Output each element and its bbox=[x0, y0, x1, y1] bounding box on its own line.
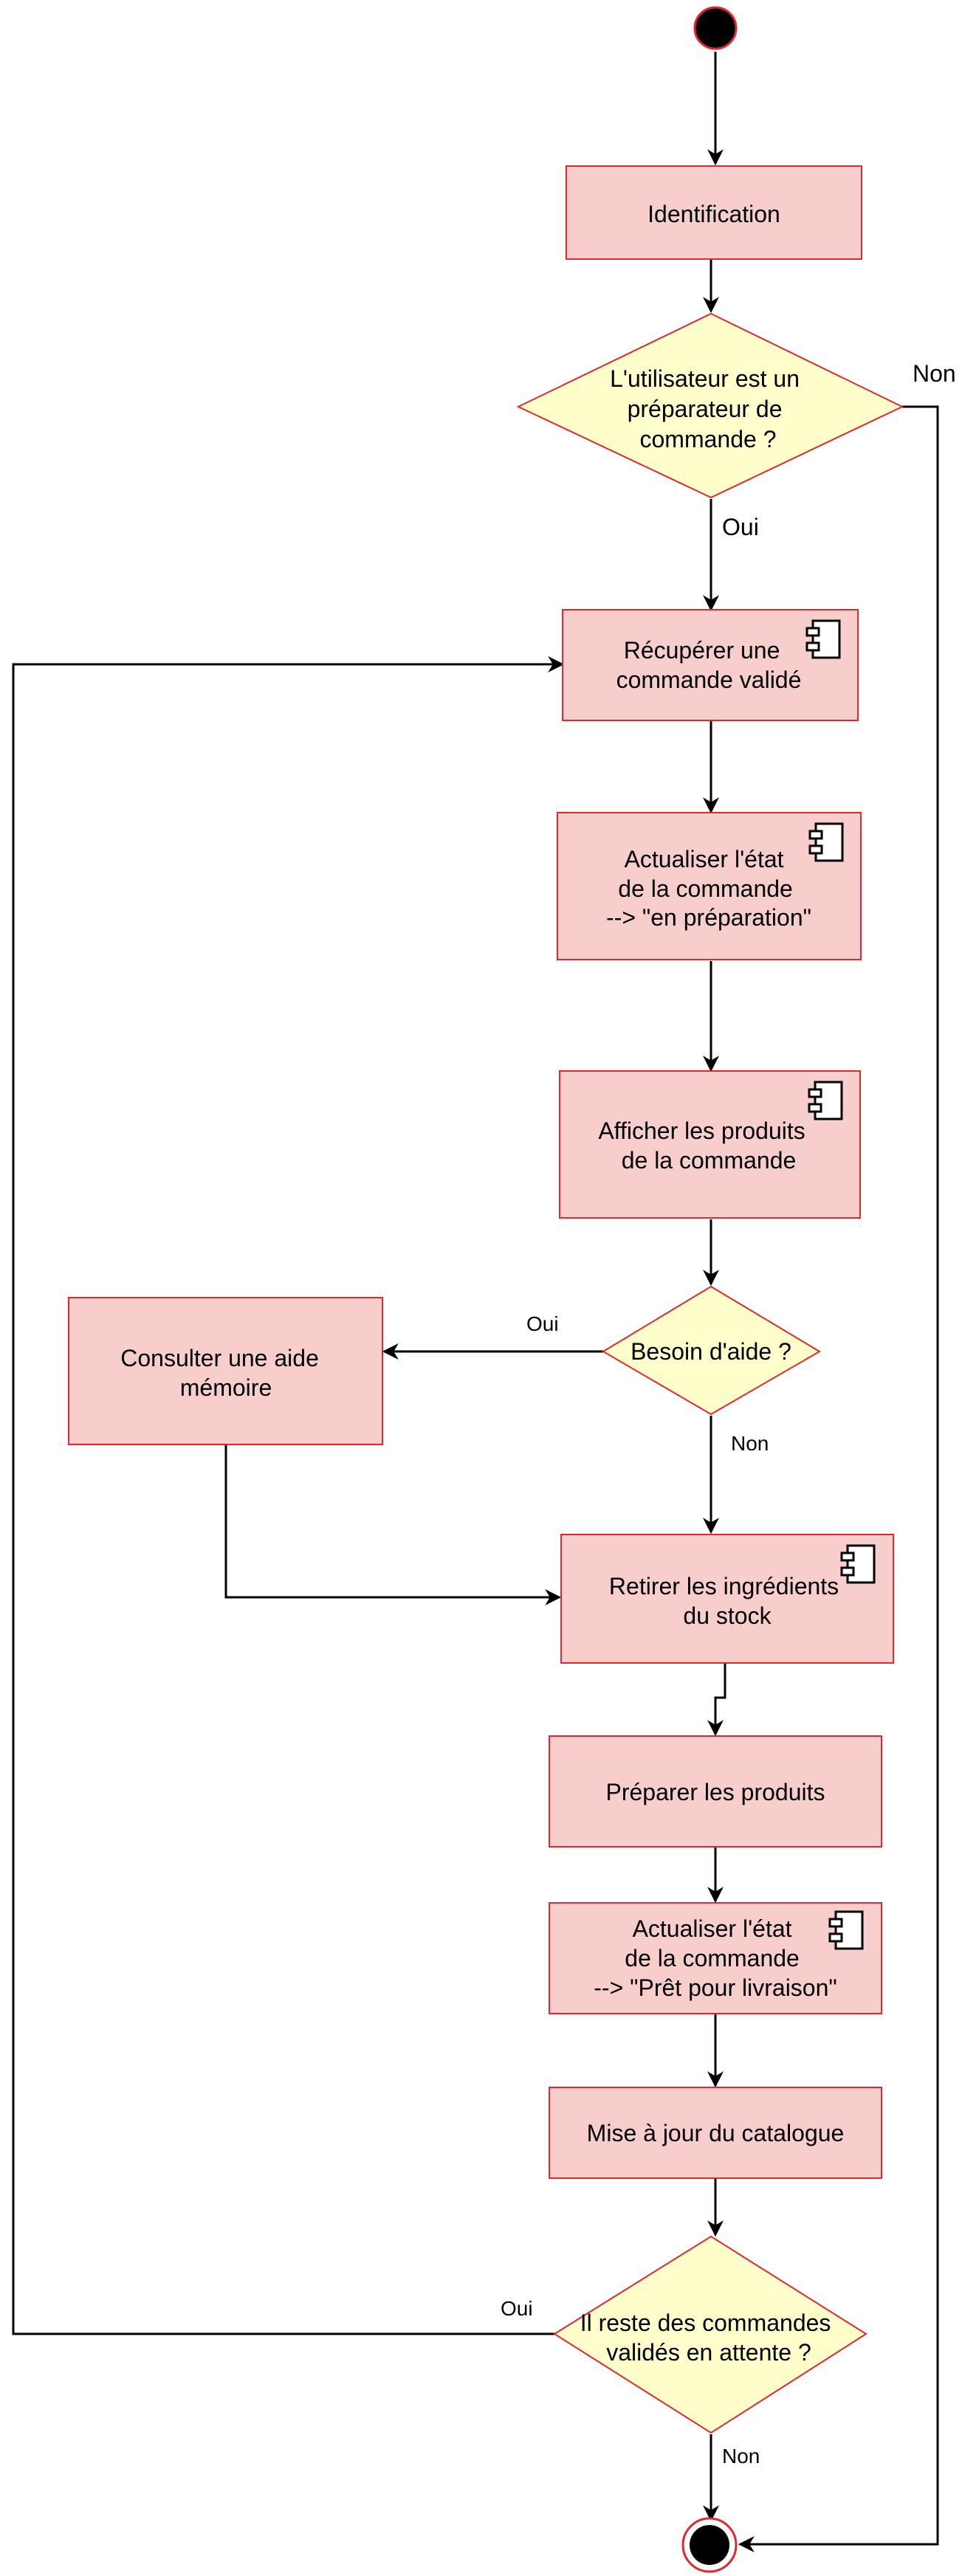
end-node bbox=[681, 2517, 738, 2573]
show-products-line-2: de la commande bbox=[622, 1147, 797, 1174]
identification-node: Identification bbox=[566, 165, 862, 260]
update-ready-node: Actualiser l'état de la commande --> "Pr… bbox=[549, 1902, 882, 2014]
svg-text:Actualiser l'état de la: Actualiser l'état de la commande --> "Pr… bbox=[594, 1915, 837, 2001]
svg-text:Préparer les produits: Préparer les produits bbox=[605, 1779, 825, 1805]
need-help-decision: Besoin d'aide ? bbox=[602, 1285, 821, 1416]
edge-remove-ingredients-to-prepare-products bbox=[707, 1663, 726, 1737]
consult-help-line-2: mémoire bbox=[180, 1374, 272, 1401]
remove-ingredients-line-2: du stock bbox=[683, 1602, 772, 1629]
consult-help-line-1: Consulter une aide bbox=[120, 1345, 319, 1371]
show-products-line-1: Afficher les produits bbox=[598, 1117, 805, 1144]
remove-ingredients-line-1: Retirer les ingrédients bbox=[609, 1573, 839, 1599]
prepare-products-node: Préparer les produits bbox=[549, 1735, 882, 1847]
component-icon bbox=[828, 1910, 864, 1950]
component-icon bbox=[808, 1081, 843, 1120]
orders-remaining-no-label: Non bbox=[722, 2445, 760, 2467]
component-icon bbox=[840, 1544, 876, 1584]
svg-text:L'utilisateur est un pré: L'utilisateur est un préparateur de comm… bbox=[610, 365, 806, 452]
prepare-products-label: Préparer les produits bbox=[605, 1779, 825, 1805]
edge-consult-help-to-remove-ingredients bbox=[224, 1445, 562, 1605]
update-catalog-node: Mise à jour du catalogue bbox=[549, 2087, 882, 2179]
update-in-prep-line-2: de la commande bbox=[618, 875, 793, 902]
need-help-no-label: Non bbox=[731, 1432, 769, 1455]
svg-text:Afficher les produits de: Afficher les produits de la commande bbox=[598, 1117, 811, 1174]
svg-text:Actualiser l'état de la: Actualiser l'état de la commande --> "en… bbox=[606, 846, 811, 931]
get-order-line-1: Récupérer une bbox=[624, 637, 780, 664]
component-icon bbox=[808, 822, 844, 862]
svg-text:Identification: Identification bbox=[647, 201, 780, 227]
is-preparer-decision: L'utilisateur est un préparateur de comm… bbox=[516, 312, 904, 499]
is-preparer-no-label: Non bbox=[913, 360, 956, 387]
is-preparer-line-1: L'utilisateur est un bbox=[610, 365, 800, 392]
svg-text:Il reste des commandes v: Il reste des commandes validés en attent… bbox=[580, 2310, 838, 2366]
edge-orders-remaining-yes-to-get-order bbox=[12, 656, 565, 2335]
update-in-prep-line-3: --> "en préparation" bbox=[606, 904, 811, 931]
orders-remaining-line-2: validés en attente ? bbox=[606, 2339, 811, 2366]
update-ready-line-2: de la commande bbox=[625, 1945, 800, 1971]
update-in-prep-line-1: Actualiser l'état bbox=[625, 846, 784, 872]
need-help-yes-label: Oui bbox=[526, 1312, 559, 1335]
update-catalog-label: Mise à jour du catalogue bbox=[587, 2120, 845, 2146]
svg-text:Besoin d'aide ?: Besoin d'aide ? bbox=[631, 1338, 791, 1365]
is-preparer-yes-label: Oui bbox=[722, 514, 759, 540]
is-preparer-line-2: préparateur de bbox=[628, 396, 783, 422]
get-order-node: Récupérer une commande validé bbox=[562, 609, 859, 721]
start-node bbox=[693, 6, 738, 50]
update-in-prep-node: Actualiser l'état de la commande --> "en… bbox=[557, 812, 862, 960]
svg-text:Consulter une aide mémoi: Consulter une aide mémoire bbox=[120, 1345, 326, 1401]
update-ready-line-1: Actualiser l'état bbox=[633, 1915, 792, 1942]
orders-remaining-yes-label: Oui bbox=[501, 2297, 533, 2320]
show-products-node: Afficher les produits de la commande bbox=[559, 1070, 861, 1219]
is-preparer-line-3: commande ? bbox=[640, 426, 777, 452]
orders-remaining-decision: Il reste des commandes validés en attent… bbox=[553, 2235, 867, 2434]
update-ready-line-3: --> "Prêt pour livraison" bbox=[594, 1974, 837, 2001]
component-icon bbox=[805, 619, 841, 659]
svg-text:Retirer les ingrédients: Retirer les ingrédients du stock bbox=[609, 1573, 845, 1629]
svg-text:Mise à jour du catalogue: Mise à jour du catalogue bbox=[587, 2120, 845, 2146]
orders-remaining-line-1: Il reste des commandes bbox=[580, 2310, 831, 2336]
identification-label: Identification bbox=[647, 201, 780, 227]
consult-help-node: Consulter une aide mémoire bbox=[68, 1297, 383, 1445]
svg-text:Récupérer une commande v: Récupérer une commande validé bbox=[616, 637, 802, 693]
need-help-label: Besoin d'aide ? bbox=[631, 1338, 791, 1365]
remove-ingredients-node: Retirer les ingrédients du stock bbox=[560, 1534, 894, 1664]
get-order-line-2: commande validé bbox=[616, 667, 802, 693]
edge-is-preparer-no-to-end bbox=[738, 405, 939, 2552]
